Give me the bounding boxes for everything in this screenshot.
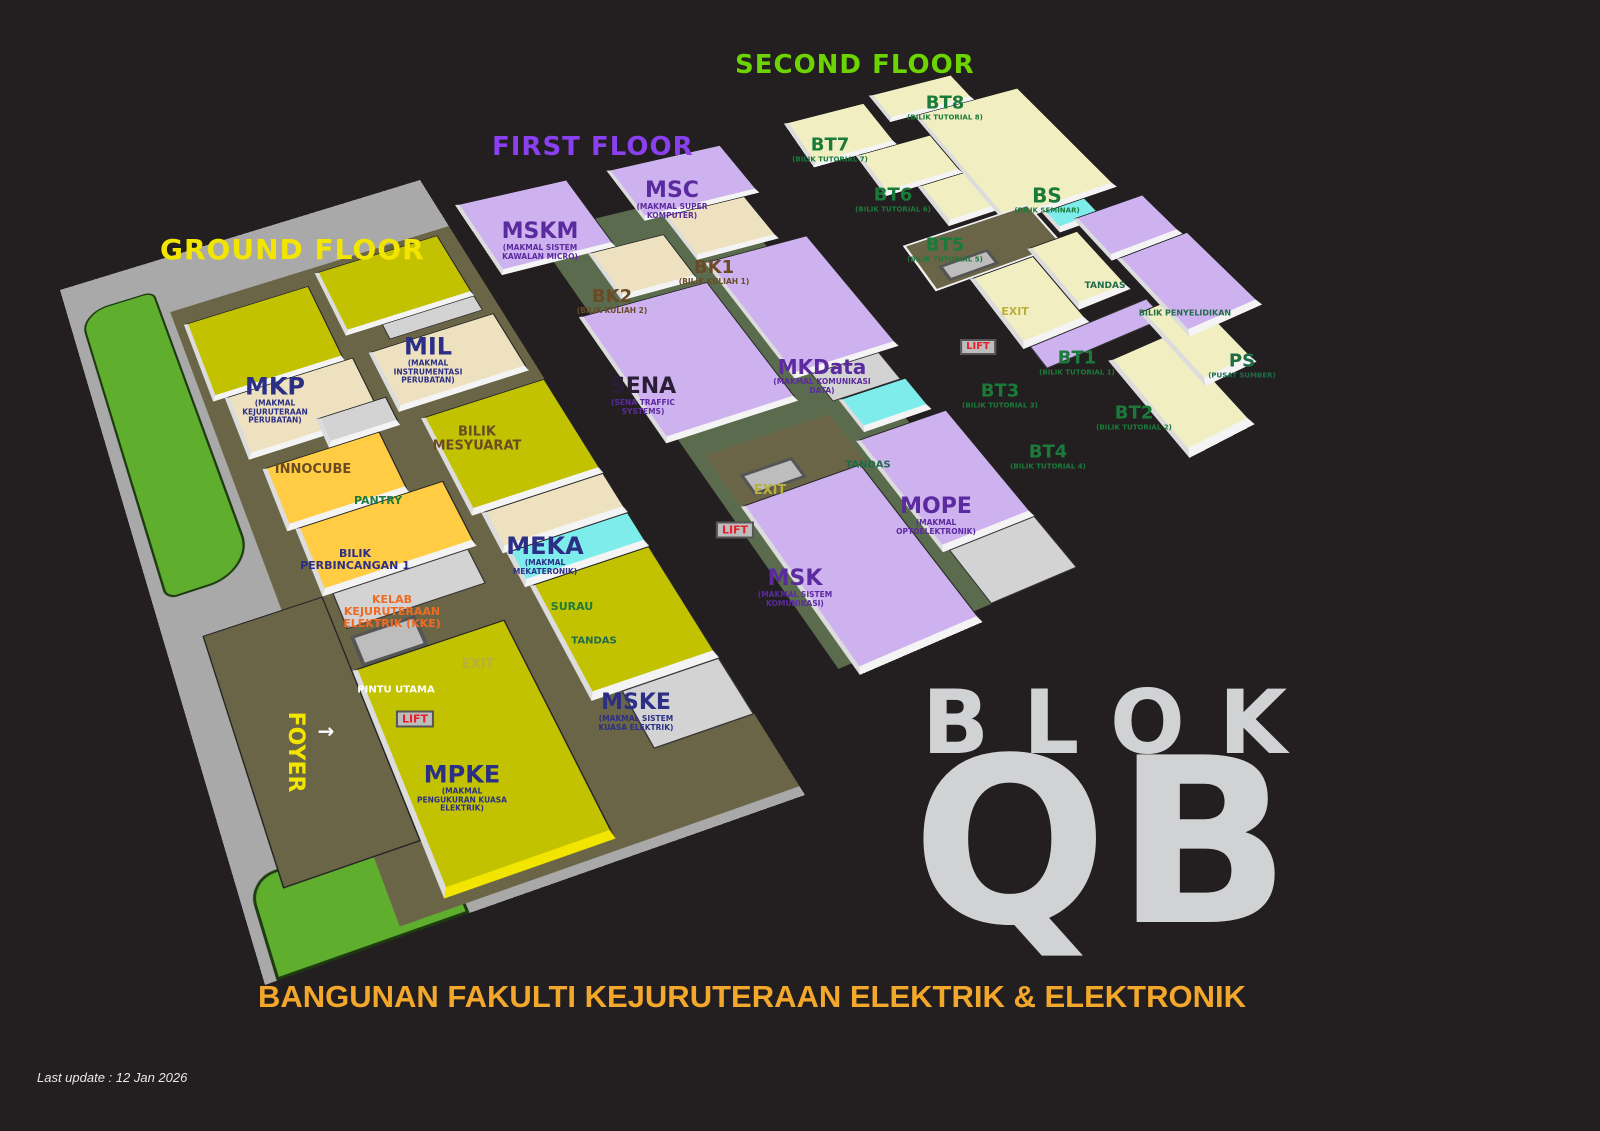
ground-floor-title: GROUND FLOOR: [160, 236, 425, 264]
room-name: (MAKMAL INSTRUMENTASI PERUBATAN): [378, 360, 478, 386]
room-code: SENA: [610, 376, 676, 398]
room-name: (BILIK TUTORIAL 4): [1010, 462, 1086, 470]
ground-exit-label: EXIT: [462, 658, 495, 672]
room-bt1-label: BT1(BILIK TUTORIAL 1): [1039, 349, 1115, 376]
room-code: MOPE: [900, 496, 972, 518]
room-code: MSK: [768, 568, 823, 590]
room-code: MIL: [404, 335, 452, 359]
room-name: (BILIK TUTORIAL 5): [907, 255, 983, 263]
room-code: BT2: [1115, 404, 1154, 422]
room-name: (BILIK TUTORIAL 8): [907, 113, 983, 121]
room-bt4-label: BT4(BILIK TUTORIAL 4): [1010, 443, 1086, 470]
room-code: BK1: [694, 259, 734, 277]
room-name: (MAKMAL SISTEM KUASA ELEKTRIK): [586, 715, 686, 732]
room-name: (BILIK TUTORIAL 7): [792, 155, 868, 163]
room-name: (MAKMAL SUPER KOMPUTER): [622, 203, 722, 220]
room-bilik-penyelidikan-label: BILIK PENYELIDIKAN: [1139, 310, 1231, 319]
room-code: BT1: [1058, 349, 1097, 367]
room-innocube-label: INNOCUBE: [275, 463, 352, 477]
room-code: MPKE: [424, 763, 500, 787]
room-name: (MAKMAL KEJURUTERAAN PERUBATAN): [225, 400, 325, 426]
room-name: (MAKMAL SISTEM KOMUNIKASI): [745, 591, 845, 608]
room-bt3-label: BT3(BILIK TUTORIAL 3): [962, 382, 1038, 409]
room-name: (BILIK SEMINAR): [1014, 206, 1079, 214]
building-subtitle: BANGUNAN FAKULTI KEJURUTERAAN ELEKTRIK &…: [258, 980, 1246, 1014]
room-name: (MAKMAL SISTEM KAWALAN MICRO): [490, 244, 590, 261]
room-code: MSKM: [502, 221, 579, 243]
room-bt6-label: BT6(BILIK TUTORIAL 6): [855, 186, 931, 213]
room-msk-label: MSK(MAKMAL SISTEM KOMUNIKASI): [745, 568, 845, 608]
room-name: (MAKMAL MEKATERONIK): [495, 559, 595, 576]
room-bt5-label: BT5(BILIK TUTORIAL 5): [907, 236, 983, 263]
first-exit-label: EXIT: [754, 484, 787, 498]
room-name: (BILIK TUTORIAL 1): [1039, 368, 1115, 376]
room-name: (PUSAT SUMBER): [1208, 371, 1276, 379]
room-mope-label: MOPE(MAKMAL OPTOELEKTRONIK): [886, 496, 986, 536]
room-code: MSC: [645, 180, 699, 202]
room-bk2-label: BK2(BILIK KULIAH 2): [577, 288, 648, 316]
first-lift-label[interactable]: LIFT: [716, 522, 754, 539]
room-tandas-second-label: TANDAS: [1085, 282, 1126, 292]
block-title-qb: QB: [912, 758, 1299, 931]
room-code: BT8: [926, 94, 965, 112]
room-name: (BILIK KULIAH 1): [679, 278, 750, 287]
room-surau-label: SURAU: [551, 601, 593, 613]
first-floor-title: FIRST FLOOR: [492, 134, 694, 160]
room-msc-label: MSC(MAKMAL SUPER KOMPUTER): [622, 180, 722, 220]
room-sena-label: SENA(SENA TRAFFIC SYSTEMS): [593, 376, 693, 416]
room-mpke-label: MPKE(MAKMAL PENGUKURAN KUASA ELEKTRIK): [412, 763, 512, 814]
room-code: BK2: [592, 288, 632, 306]
last-update-text: Last update : 12 Jan 2026: [37, 1070, 187, 1085]
room-name: (SENA TRAFFIC SYSTEMS): [593, 399, 693, 416]
room-name: (BILIK TUTORIAL 3): [962, 401, 1038, 409]
second-exit-label: EXIT: [1001, 306, 1029, 318]
room-ps-label: PS(PUSAT SUMBER): [1208, 352, 1276, 379]
room-mkp-label: MKP(MAKMAL KEJURUTERAAN PERUBATAN): [225, 375, 325, 426]
room-bt8-label: BT8(BILIK TUTORIAL 8): [907, 94, 983, 121]
second-lift-label[interactable]: LIFT: [960, 339, 996, 355]
room-code: BT3: [981, 382, 1020, 400]
room-tandas-first-label: TANDAS: [845, 460, 890, 471]
room-meka-label: MEKA(MAKMAL MEKATERONIK): [495, 534, 595, 576]
room-code: BT6: [874, 186, 913, 204]
room-pantry-label: PANTRY: [354, 495, 402, 507]
room-bt2-label: BT2(BILIK TUTORIAL 2): [1096, 404, 1172, 431]
room-name: (BILIK KULIAH 2): [577, 307, 648, 316]
room-kke-label: KELAB KEJURUTERAAN ELEKTRIK (KKE): [336, 594, 448, 630]
room-bt7-label: BT7(BILIK TUTORIAL 7): [792, 136, 868, 163]
room-mil-label: MIL(MAKMAL INSTRUMENTASI PERUBATAN): [378, 335, 478, 386]
room-mske-label: MSKE(MAKMAL SISTEM KUASA ELEKTRIK): [586, 692, 686, 732]
room-name: (MAKMAL OPTOELEKTRONIK): [886, 519, 986, 536]
second-floor-title: SECOND FLOOR: [735, 52, 975, 78]
room-code: MKData: [778, 357, 867, 377]
room-mkdata-label: MKData(MAKMAL KOMUNIKASI DATA): [772, 357, 872, 395]
room-tandas-label: TANDAS: [571, 636, 616, 647]
room-foyer-label: FOYER: [283, 712, 307, 793]
pintu-utama-label: PINTU UTAMA: [357, 685, 434, 696]
room-bilik-perbincangan-1-label: BILIK PERBINCANGAN 1: [299, 548, 411, 572]
room-name: (BILIK TUTORIAL 6): [855, 205, 931, 213]
room-code: MKP: [245, 375, 305, 399]
room-bilik-mesyuarat-label: BILIK MESYUARAT: [430, 426, 525, 455]
room-name: (BILIK TUTORIAL 2): [1096, 423, 1172, 431]
ground-lift-label[interactable]: LIFT: [396, 711, 434, 728]
room-code: BT5: [926, 236, 965, 254]
room-name: (MAKMAL KOMUNIKASI DATA): [772, 378, 872, 395]
room-code: BT7: [811, 136, 850, 154]
room-mskm-label: MSKM(MAKMAL SISTEM KAWALAN MICRO): [490, 221, 590, 261]
room-bk1-label: BK1(BILIK KULIAH 1): [679, 259, 750, 287]
room-code: MEKA: [506, 534, 583, 558]
room-code: PS: [1229, 352, 1255, 370]
entrance-arrow-icon: →: [318, 720, 335, 742]
room-name: (MAKMAL PENGUKURAN KUASA ELEKTRIK): [412, 788, 512, 814]
room-code: BS: [1032, 185, 1062, 205]
room-code: MSKE: [601, 692, 671, 714]
room-bs-label: BS(BILIK SEMINAR): [1014, 185, 1079, 214]
room-code: BT4: [1029, 443, 1068, 461]
